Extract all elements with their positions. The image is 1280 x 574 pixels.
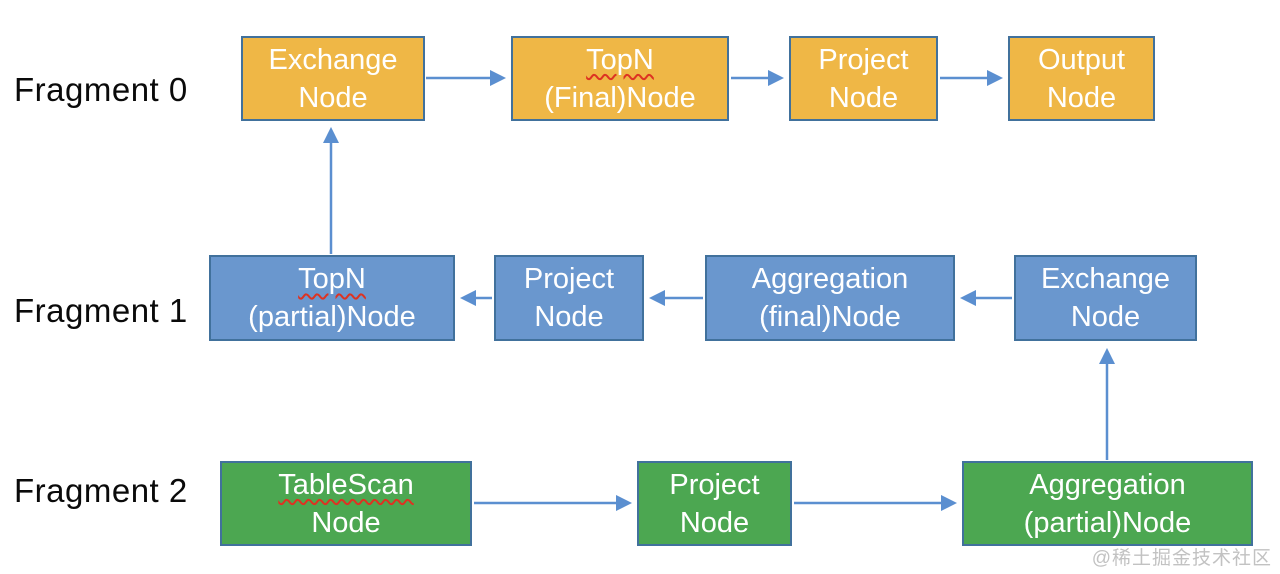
node-label-line2: Node (311, 506, 381, 539)
node-label-line2: Node (534, 301, 604, 333)
f1-aggregation-final-node: Aggregation (final)Node (705, 255, 955, 341)
node-label-line1: Aggregation (751, 263, 909, 295)
f0-output-node: Output Node (1008, 36, 1155, 121)
fragment-1-label: Fragment 1 (14, 292, 188, 329)
f1-project-node: Project Node (494, 255, 644, 341)
f0-topn-final-node: TopN (Final)Node (511, 36, 729, 121)
watermark: @稀土掘金技术社区 (1091, 548, 1272, 569)
node-label-line2: (partial)Node (1023, 506, 1192, 539)
node-label-line1: TopN (586, 43, 654, 76)
node-label-line2: (final)Node (759, 301, 901, 333)
node-label-line2: Node (1070, 301, 1141, 333)
node-label-line1: TopN (298, 263, 366, 295)
node-label-line1: Project (818, 43, 909, 76)
node-label-line1: Aggregation (1029, 468, 1186, 501)
fragment-2-label: Fragment 2 (14, 472, 188, 509)
node-label-line1: Project (669, 468, 760, 501)
node-label-line2: Node (1046, 81, 1117, 114)
node-label-line2: Node (828, 81, 899, 114)
node-label-line1: TableScan (278, 468, 414, 501)
node-label-line1: Output (1037, 43, 1126, 76)
node-label-line2: (Final)Node (544, 81, 696, 114)
node-label-line1: Project (523, 263, 615, 295)
f0-project-node: Project Node (789, 36, 938, 121)
node-label-line2: Node (679, 506, 750, 539)
node-label-line2: (partial)Node (248, 301, 416, 333)
node-label-line2: Node (298, 81, 368, 114)
f1-topn-partial-node: TopN (partial)Node (209, 255, 455, 341)
node-label-line1: Exchange (1041, 263, 1170, 295)
node-label-line1: Exchange (268, 43, 398, 76)
f0-exchange-node: Exchange Node (241, 36, 425, 121)
f2-project-node: Project Node (637, 461, 792, 546)
fragment-0-label: Fragment 0 (14, 71, 188, 108)
f1-exchange-node: Exchange Node (1014, 255, 1197, 341)
f2-tablescan-node: TableScan Node (220, 461, 472, 546)
f2-aggregation-partial-node: Aggregation (partial)Node (962, 461, 1253, 546)
